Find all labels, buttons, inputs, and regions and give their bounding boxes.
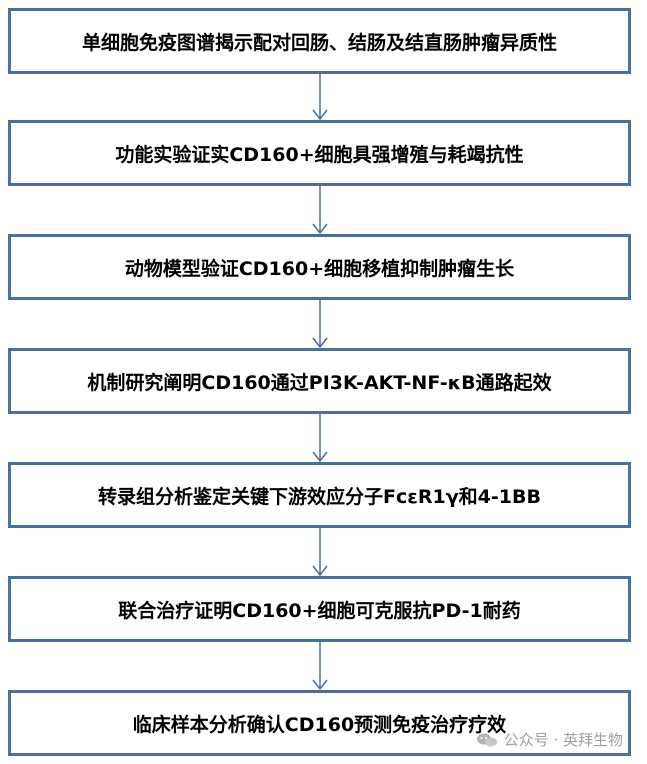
step-box-6: 联合治疗证明CD160+细胞可克服抗PD-1耐药 [8,576,631,642]
step-label: 功能实验证实CD160+细胞具强增殖与耗竭抗性 [115,143,524,166]
watermark-text: 公众号 · 英拜生物 [503,731,623,749]
step-box-1: 单细胞免疫图谱揭示配对回肠、结肠及结直肠肿瘤异质性 [8,8,631,74]
step-box-3: 动物模型验证CD160+细胞移植抑制肿瘤生长 [8,234,631,300]
step-label: 动物模型验证CD160+细胞移植抑制肿瘤生长 [124,257,515,280]
down-arrow-icon [312,414,328,462]
down-arrow-icon [312,74,328,120]
step-box-2: 功能实验证实CD160+细胞具强增殖与耗竭抗性 [8,120,631,186]
step-box-7: 临床样本分析确认CD160预测免疫治疗疗效 [8,690,631,756]
step-label: 转录组分析鉴定关键下游效应分子FcεR1γ和4-1BB [98,485,541,508]
step-label: 临床样本分析确认CD160预测免疫治疗疗效 [132,713,507,736]
step-box-5: 转录组分析鉴定关键下游效应分子FcεR1γ和4-1BB [8,462,631,528]
down-arrow-icon [312,300,328,348]
down-arrow-icon [312,186,328,234]
step-label: 单细胞免疫图谱揭示配对回肠、结肠及结直肠肿瘤异质性 [81,31,557,54]
down-arrow-icon [312,528,328,576]
down-arrow-icon [312,642,328,690]
step-label: 机制研究阐明CD160通过PI3K-AKT-NF-κB通路起效 [87,371,552,394]
watermark: 公众号 · 英拜生物 [476,729,623,750]
step-box-4: 机制研究阐明CD160通过PI3K-AKT-NF-κB通路起效 [8,348,631,414]
step-label: 联合治疗证明CD160+细胞可克服抗PD-1耐药 [118,599,521,622]
wechat-icon [476,733,497,746]
